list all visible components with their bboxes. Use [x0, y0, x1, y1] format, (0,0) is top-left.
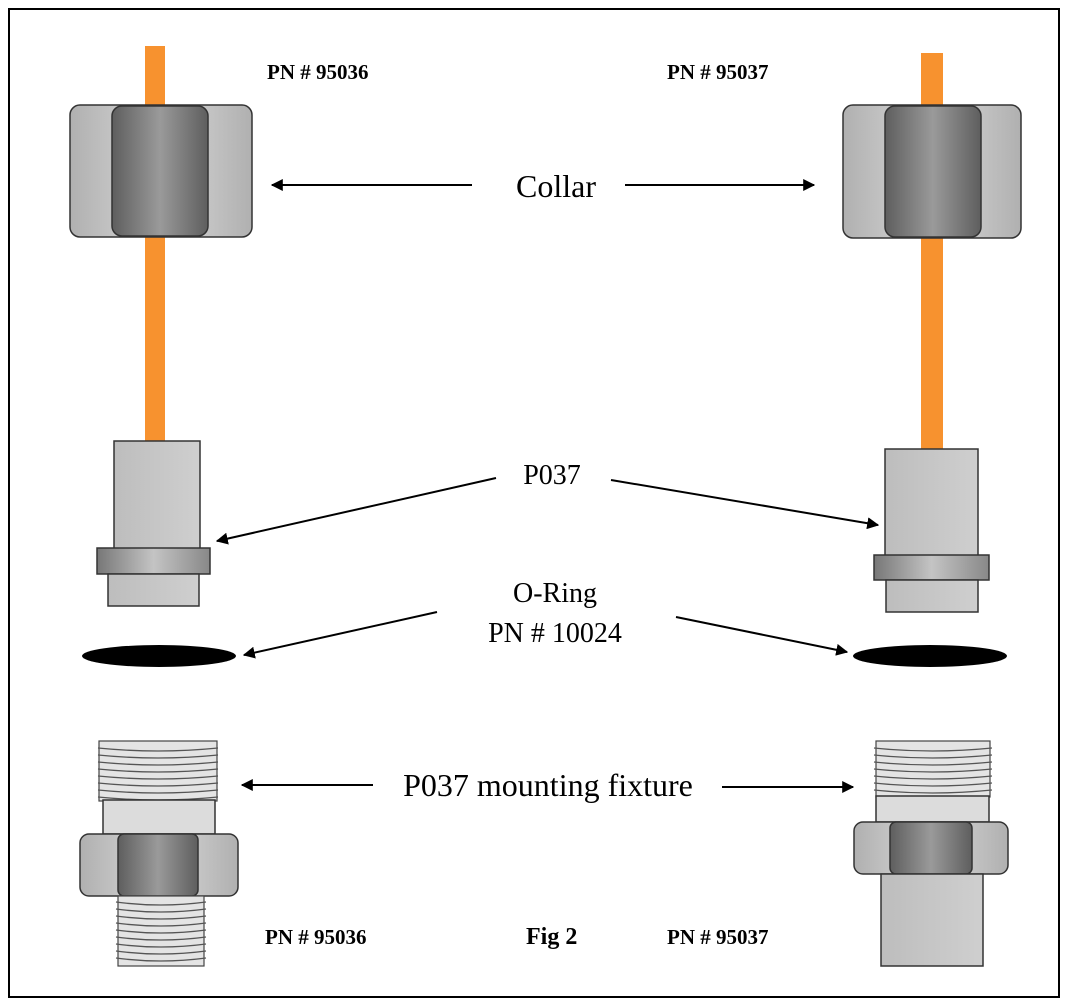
right-mounting-fixture [853, 740, 1009, 967]
o-ring-arrow-right [675, 616, 849, 656]
o-ring-arrows [242, 611, 849, 659]
o-ring-part-number: PN # 10024 [488, 618, 622, 649]
fixture-arrows [240, 779, 855, 793]
left-fixture-bottom-thread [115, 895, 207, 967]
top-right-part-number: PN # 95037 [667, 60, 769, 84]
bottom-left-part-number: PN # 95036 [265, 925, 367, 949]
right-fixture-top-thread [873, 740, 993, 798]
right-collar [842, 104, 1022, 239]
right-p037-sensor [873, 448, 990, 613]
left-p037-sensor [96, 440, 211, 607]
figure-caption: Fig 2 [526, 924, 578, 950]
left-collar [69, 104, 253, 238]
p037-label: P037 [523, 460, 581, 491]
left-fixture-top-thread [97, 740, 219, 802]
p037-arrow-right [610, 479, 880, 530]
mounting-fixture-label: P037 mounting fixture [403, 767, 693, 803]
right-o-ring [853, 645, 1007, 667]
p037-arrow-left [215, 477, 497, 545]
p037-arrows [215, 477, 880, 545]
left-mounting-fixture [79, 740, 239, 967]
bottom-right-part-number: PN # 95037 [667, 925, 769, 949]
o-ring-label: O-Ring [513, 578, 597, 609]
o-ring-arrow-left [242, 611, 438, 659]
left-o-ring [82, 645, 236, 667]
collar-label: Collar [516, 168, 596, 204]
top-left-part-number: PN # 95036 [267, 60, 369, 84]
